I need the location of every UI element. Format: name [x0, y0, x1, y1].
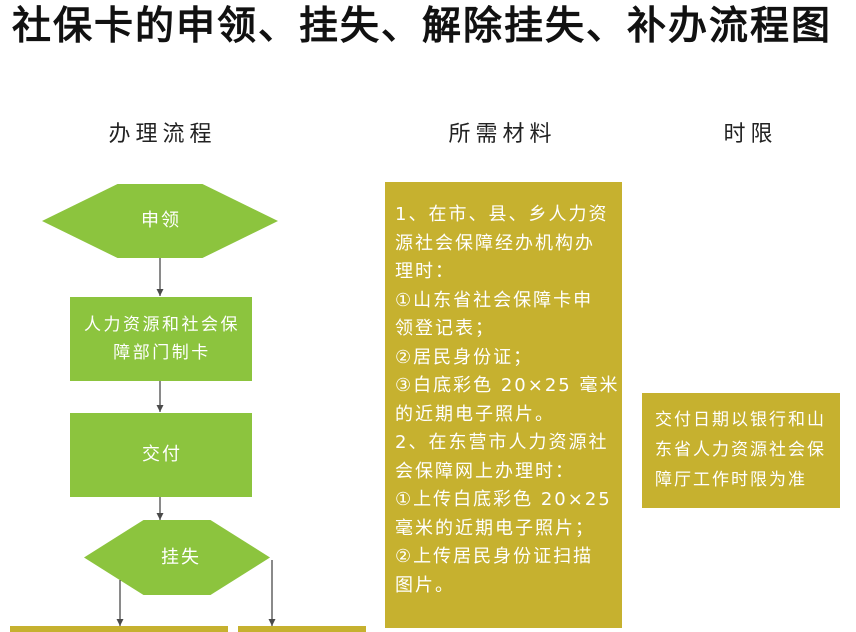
materials-line: 的近期电子照片。 [395, 403, 555, 425]
time-limit-line: 交付日期以银行和山 [655, 410, 826, 430]
materials-line: ①山东省社会保障卡申 [395, 289, 594, 311]
flow-step-make-card: 人力资源和社会保 障部门制卡 [70, 297, 252, 381]
flow-step-deliver: 交付 [70, 413, 252, 497]
materials-line: ③白底彩色 20×25 毫米 [395, 375, 620, 396]
flow-step-make-card-label-line-2: 障部门制卡 [113, 343, 211, 363]
materials-line: ②居民身份证； [395, 346, 534, 368]
materials-line: 源社会保障经办机构办 [395, 232, 595, 254]
column-header-materials: 所需材料 [448, 122, 557, 147]
flow-next-step-box-left [10, 626, 228, 632]
materials-line: ①上传白底彩色 20×25 [395, 489, 612, 510]
materials-line: 2、在东营市人力资源社 [395, 432, 609, 453]
materials-line: 理时： [395, 261, 455, 282]
flow-next-step-box-right [238, 626, 366, 632]
flow-step-make-card-label-line-1: 人力资源和社会保 [84, 315, 240, 335]
materials-line: 会保障网上办理时： [395, 460, 575, 482]
materials-line: 图片。 [395, 574, 455, 596]
time-limit-box: 交付日期以银行和山 东省人力资源社会保 障厅工作时限为准 [642, 393, 840, 508]
flow-step-report-loss: 挂失 [84, 520, 270, 595]
materials-box: 1、在市、县、乡人力资 源社会保障经办机构办 理时： ①山东省社会保障卡申 领登… [385, 182, 622, 628]
materials-line: 毫米的近期电子照片； [395, 517, 595, 539]
column-header-time-limit: 时限 [723, 122, 778, 147]
column-header-process: 办理流程 [108, 122, 217, 147]
flow-step-deliver-label: 交付 [142, 444, 182, 465]
materials-line: ②上传居民身份证扫描 [395, 546, 594, 567]
materials-line: 领登记表； [395, 318, 495, 339]
page-title: 社保卡的申领、挂失、解除挂失、补办流程图 [12, 3, 833, 49]
flow-step-apply: 申领 [42, 184, 278, 258]
time-limit-line: 东省人力资源社会保 [655, 440, 826, 460]
flow-step-apply-label: 申领 [141, 210, 181, 231]
materials-line: 1、在市、县、乡人力资 [395, 204, 609, 225]
time-limit-line: 障厅工作时限为准 [655, 470, 807, 490]
flow-step-report-loss-label: 挂失 [161, 546, 201, 568]
